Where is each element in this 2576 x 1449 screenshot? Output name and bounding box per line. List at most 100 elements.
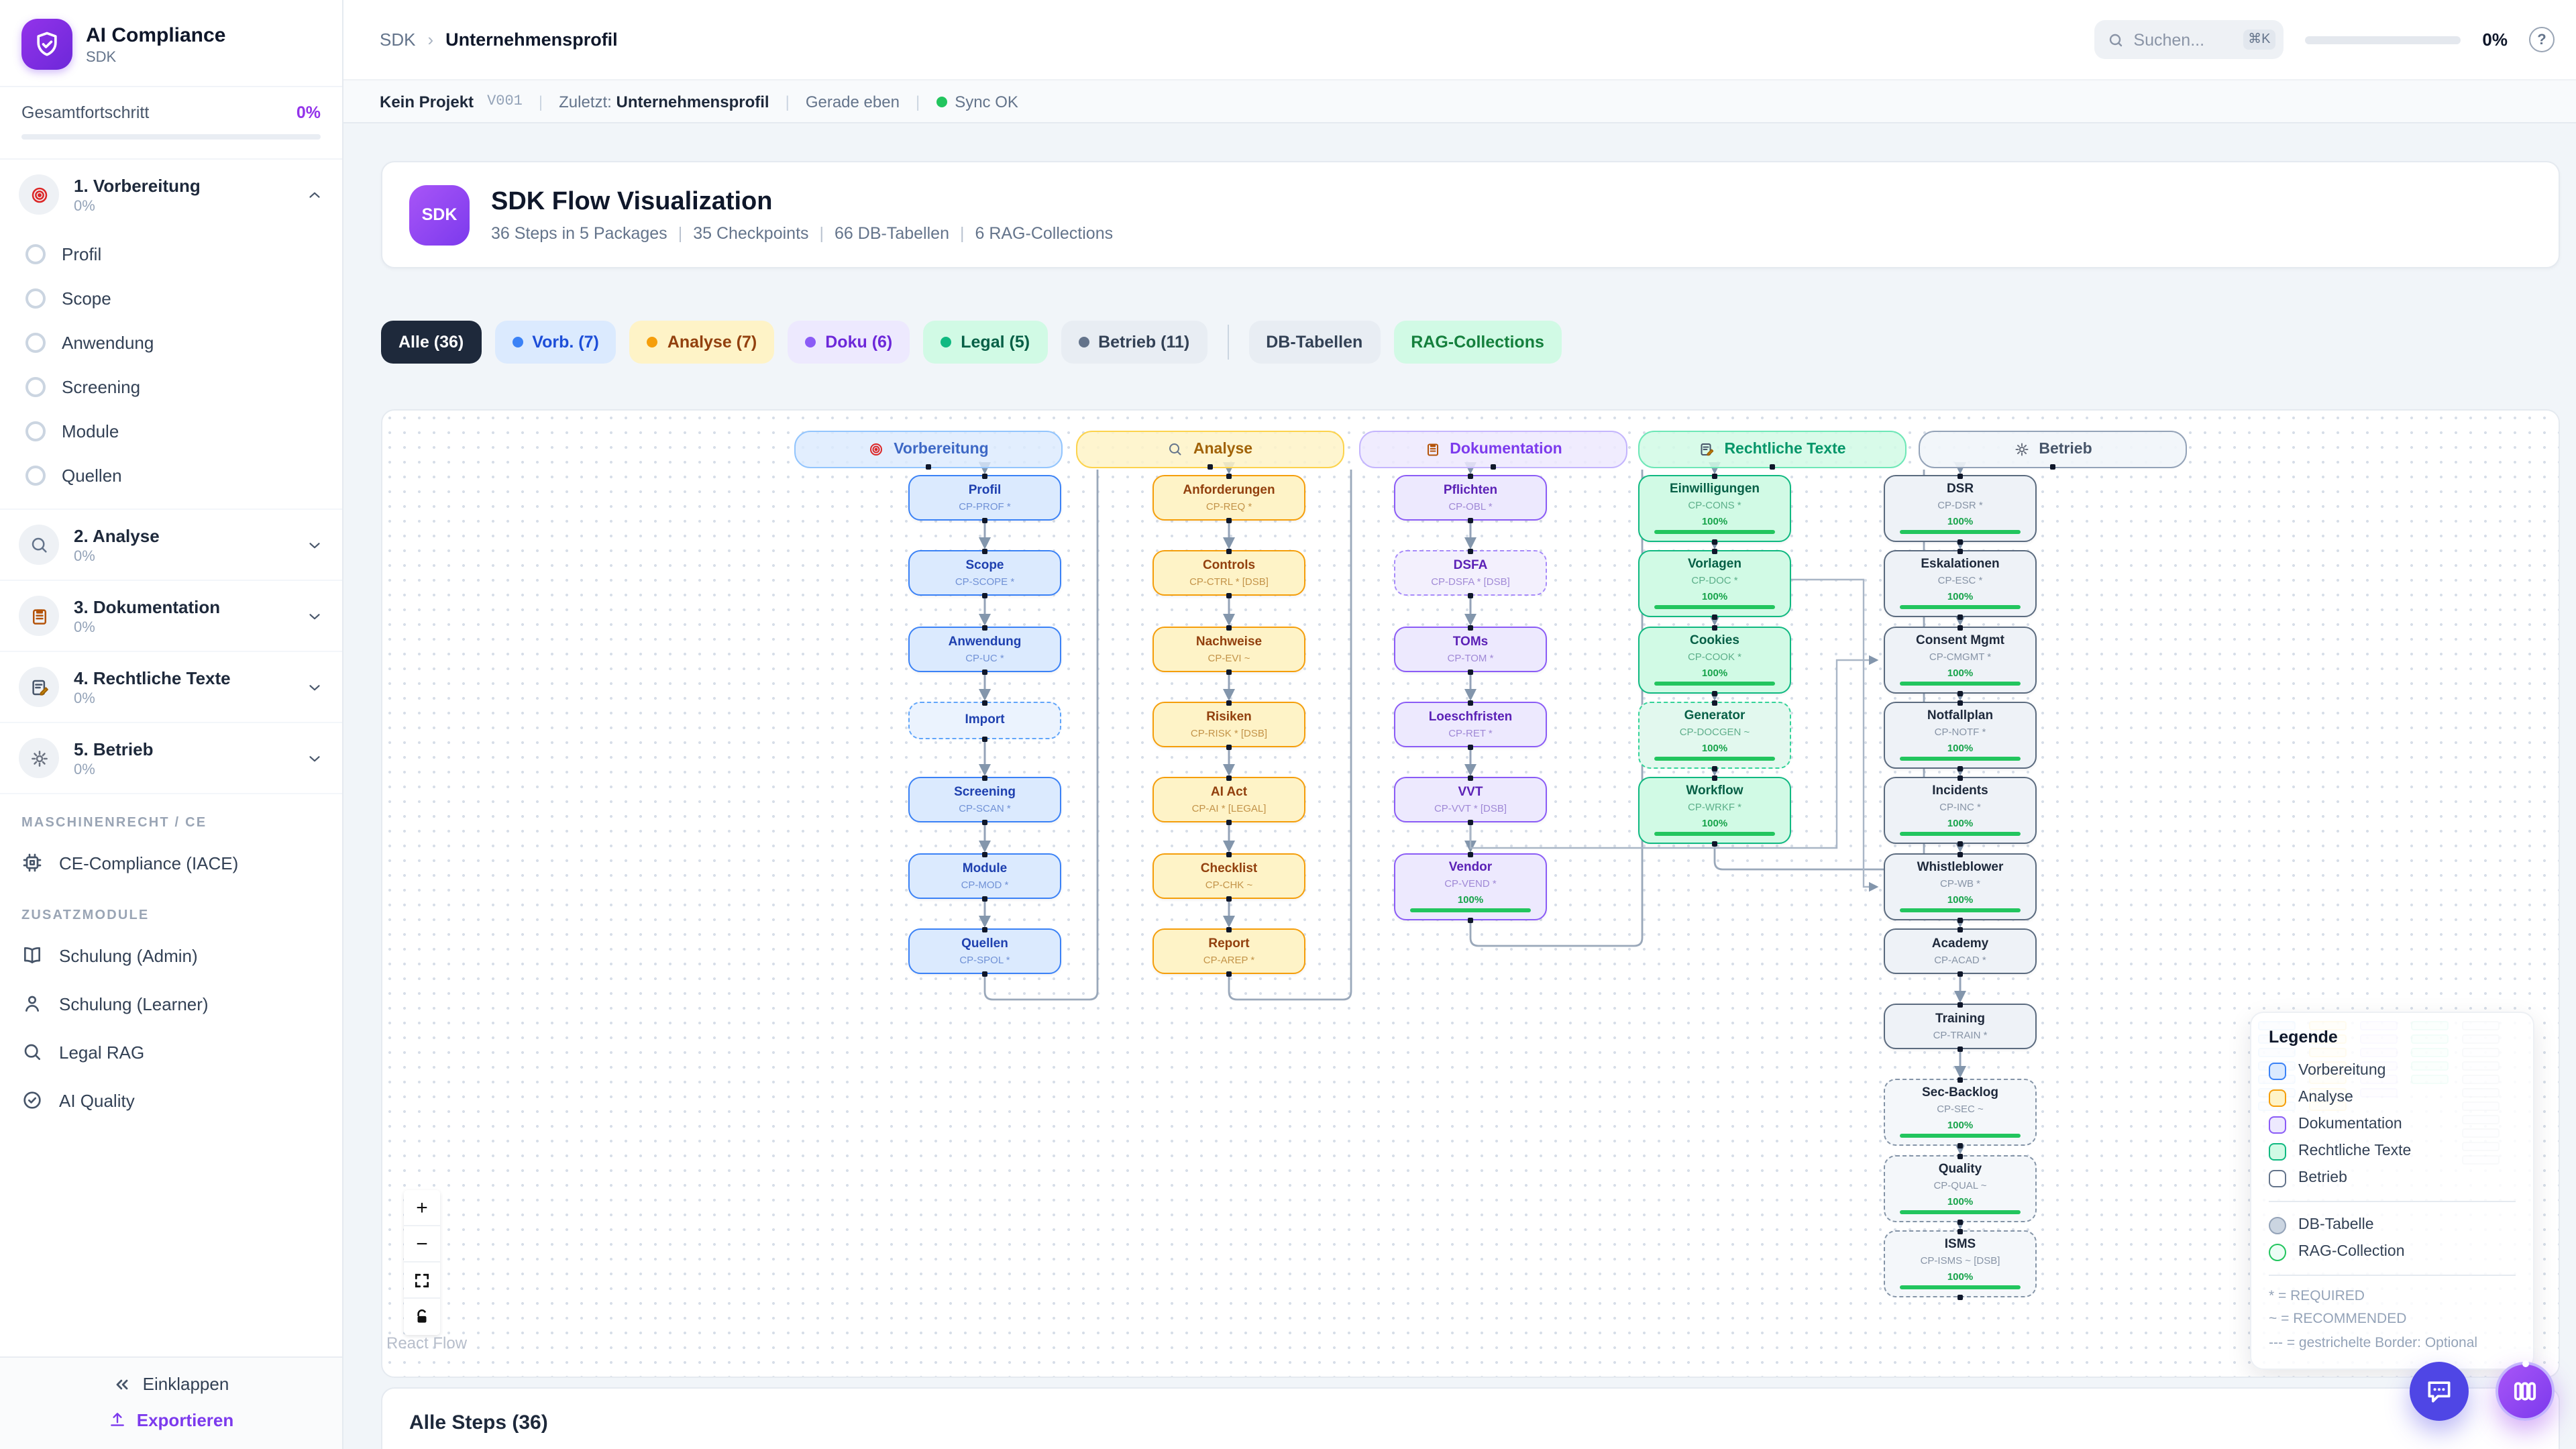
sidebar-item-profil[interactable]: Profil: [0, 232, 342, 276]
export-button[interactable]: Exportieren: [109, 1410, 233, 1430]
fit-view-button[interactable]: [404, 1263, 440, 1299]
filter-chip-doku-6-[interactable]: Doku (6): [788, 320, 910, 363]
search-input[interactable]: Suchen... ⌘K: [2094, 20, 2284, 59]
chat-fab-button[interactable]: [2410, 1362, 2469, 1421]
sidebar-item-ce-compliance-iace-[interactable]: CE-Compliance (IACE): [0, 839, 342, 887]
sidebar-item-label: Scope: [62, 288, 111, 309]
sidebar-item-screening[interactable]: Screening: [0, 365, 342, 409]
sidebar-item-module[interactable]: Module: [0, 409, 342, 453]
node-checkpoint-code: CP-SCOPE *: [955, 575, 1015, 588]
lock-toggle-button[interactable]: [404, 1299, 440, 1335]
filter-chip-alle-36-[interactable]: Alle (36): [381, 320, 482, 363]
package-header-analyse[interactable]: Analyse: [1076, 431, 1344, 470]
node-checkpoint-code: CP-CHK ~: [1205, 878, 1253, 891]
package-header-betrieb[interactable]: Betrieb: [1919, 431, 2187, 470]
node-title: Checklist: [1200, 861, 1258, 877]
package-header-rechtliche-texte[interactable]: Rechtliche Texte: [1638, 431, 1907, 470]
filter-chip-analyse-7-[interactable]: Analyse (7): [629, 320, 775, 363]
filter-chip-rag-collections[interactable]: RAG-Collections: [1393, 320, 1562, 363]
help-button[interactable]: ?: [2529, 27, 2555, 52]
sidebar-item-schulung-learner-[interactable]: Schulung (Learner): [0, 979, 342, 1028]
sidebar-item-quellen[interactable]: Quellen: [0, 453, 342, 498]
node-progress-value: 100%: [1947, 515, 1974, 527]
node-title: ISMS: [1944, 1237, 1976, 1252]
filter-chip-legal-5-[interactable]: Legal (5): [923, 320, 1048, 363]
columns-fab-button[interactable]: [2496, 1360, 2555, 1421]
status-ring-icon: [25, 377, 46, 397]
filter-chip-db-tabellen[interactable]: DB-Tabellen: [1248, 320, 1381, 363]
package-header-vorbereitung[interactable]: Vorbereitung: [794, 431, 1063, 470]
sidebar-item-scope[interactable]: Scope: [0, 276, 342, 321]
sidebar-item-schulung-admin-[interactable]: Schulung (Admin): [0, 931, 342, 979]
filter-chip-vorb-7-[interactable]: Vorb. (7): [494, 320, 616, 363]
overall-progress-value: 0%: [296, 103, 321, 122]
cpu-icon: [21, 852, 43, 873]
react-flow-attribution[interactable]: React Flow: [386, 1334, 468, 1352]
app-logo: [21, 19, 72, 70]
last-time: Gerade eben: [805, 92, 900, 111]
node-checkpoint-code: CP-AREP *: [1203, 953, 1255, 966]
overall-progress-label: Gesamtfortschritt: [21, 103, 150, 122]
collapse-sidebar-button[interactable]: Einklappen: [113, 1374, 229, 1394]
node-checkpoint-code: CP-TOM *: [1447, 651, 1494, 664]
sidebar-item-ai-quality[interactable]: AI Quality: [0, 1076, 342, 1124]
node-checkpoint-code: CP-CTRL * [DSB]: [1189, 575, 1269, 588]
memo-pencil-icon: [19, 667, 59, 707]
breadcrumb: SDK › Unternehmensprofil: [380, 30, 618, 50]
stat-rag-collections: 6 RAG-Collections: [975, 223, 1114, 242]
breadcrumb-sdk[interactable]: SDK: [380, 30, 416, 50]
zoom-in-button[interactable]: +: [404, 1190, 440, 1226]
flow-node-import[interactable]: Import: [908, 700, 1061, 741]
shield-check-icon: [32, 30, 62, 59]
node-title: Controls: [1202, 558, 1256, 574]
sidebar-item-legal-rag[interactable]: Legal RAG: [0, 1028, 342, 1076]
sidebar-item-anwendung[interactable]: Anwendung: [0, 321, 342, 365]
package-header-dokumentation[interactable]: Dokumentation: [1359, 431, 1627, 470]
zoom-out-button[interactable]: −: [404, 1226, 440, 1263]
steps-card-title: Alle Steps (36): [382, 1389, 2559, 1449]
sidebar-item-label: Quellen: [62, 466, 122, 486]
filter-chip-betrieb-11-[interactable]: Betrieb (11): [1061, 320, 1208, 363]
